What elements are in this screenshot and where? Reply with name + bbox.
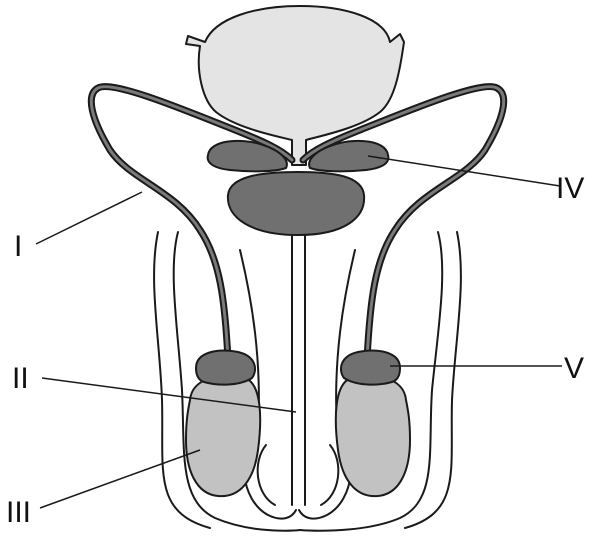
label-V: V [564, 352, 584, 385]
leader-line-IV [368, 156, 560, 186]
label-I: I [14, 230, 22, 263]
prostate [228, 172, 364, 235]
leader-line-I [36, 192, 142, 244]
epididymis-right [341, 351, 400, 385]
label-IV: IV [556, 172, 584, 205]
testes [186, 376, 410, 496]
epididymis [196, 351, 400, 385]
label-III: III [6, 496, 31, 529]
leader-line-III [40, 450, 200, 508]
testis-left [186, 376, 260, 496]
penis-shaft [240, 250, 355, 519]
label-II: II [12, 362, 29, 395]
epididymis-left [196, 351, 255, 385]
prostate-shape [228, 172, 364, 235]
urethra [292, 235, 305, 505]
testis-right [336, 376, 410, 496]
